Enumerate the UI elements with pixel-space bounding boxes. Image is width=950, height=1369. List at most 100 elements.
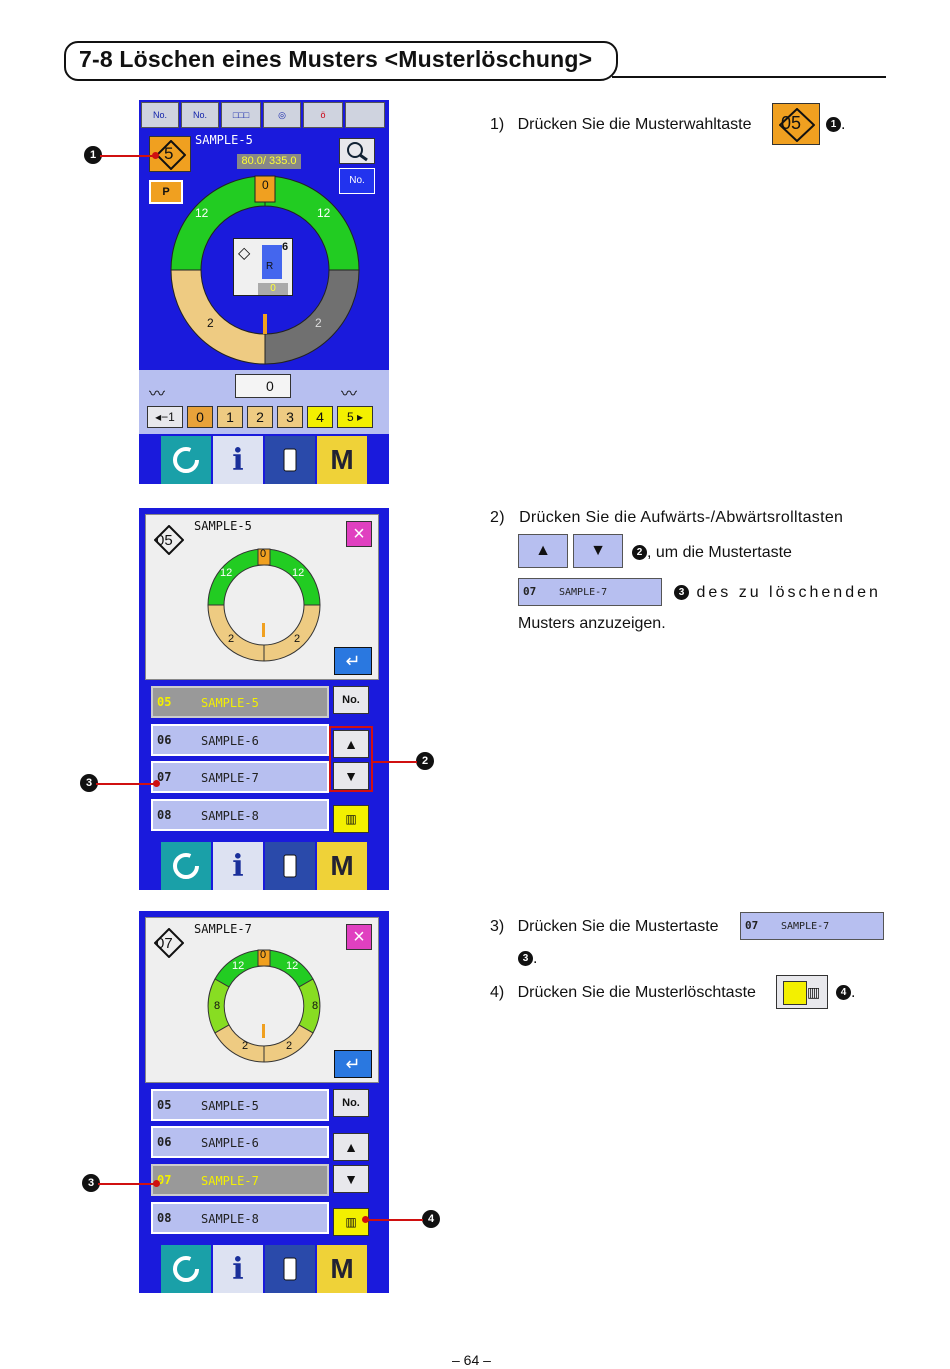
mode-button[interactable]: M [317, 436, 367, 484]
ring-ml-label: 8 [214, 1000, 221, 1012]
mode-button[interactable]: M [317, 842, 367, 890]
list-item-name: SAMPLE-7 [201, 1174, 259, 1188]
title-frame [64, 41, 618, 81]
callout-1: 1 [84, 146, 102, 164]
no-select-button[interactable]: No. [333, 1089, 369, 1117]
pattern-list-item[interactable]: 06 SAMPLE-6 [151, 1126, 329, 1158]
ready-button[interactable] [161, 1245, 211, 1293]
ready-button[interactable] [161, 842, 211, 890]
info-button[interactable]: i [213, 842, 263, 890]
pattern-name: SAMPLE-5 [195, 133, 253, 147]
pattern-key-illustration: 07 SAMPLE-7 [518, 578, 662, 606]
callout-4-dot [362, 1216, 369, 1223]
info-button[interactable]: i [213, 1245, 263, 1293]
close-button[interactable]: × [346, 521, 372, 547]
delete-key-illustration: ▥ [776, 975, 828, 1009]
trash-icon: ▥ [345, 1215, 357, 1229]
enter-button[interactable]: ↵ [334, 647, 372, 675]
communication-button[interactable] [265, 1245, 315, 1293]
list-item-name: SAMPLE-8 [201, 809, 259, 823]
toolbar-no2-button[interactable]: No. [181, 102, 219, 128]
step-2-line1: 2) Drücken Sie die Aufwärts-/Abwärtsroll… [490, 507, 843, 529]
list-item-name: SAMPLE-8 [201, 1212, 259, 1226]
step-4-end: . [851, 984, 856, 1001]
list-item-name: SAMPLE-5 [201, 696, 259, 710]
ref-bullet-3b: 3 [518, 951, 533, 967]
info-button[interactable]: i [213, 436, 263, 484]
pattern-key-number: 07 [745, 919, 759, 932]
ring-mr-label: 8 [312, 1000, 319, 1012]
toolbar-thread-button[interactable]: ö [303, 102, 343, 128]
scroll-down-button[interactable]: ▼ [333, 1165, 369, 1193]
presser-icon [262, 245, 282, 279]
scroll-down-button[interactable]: ▼ [333, 762, 369, 790]
no-search-button[interactable]: No. [339, 168, 375, 194]
bottom-bar: i M [139, 842, 389, 890]
list-item-number: 07 [157, 1173, 172, 1187]
musterwahl-key: 05 [772, 103, 820, 145]
pattern-key-illustration: 07 SAMPLE-7 [740, 912, 884, 940]
list-item-number: 06 [157, 1135, 172, 1149]
p-key[interactable]: P [149, 180, 183, 204]
list-item-name: SAMPLE-6 [201, 1136, 259, 1150]
search-button[interactable] [339, 138, 375, 164]
enter-button[interactable]: ↵ [334, 1050, 372, 1078]
callout-3b: 3 [82, 1174, 100, 1192]
callout-4: 4 [422, 1210, 440, 1228]
callout-2: 2 [416, 752, 434, 770]
pattern-key-name: SAMPLE-7 [559, 587, 608, 598]
callout-1-dot [152, 152, 159, 159]
toolbar-counter-button[interactable]: ◎ [263, 102, 301, 128]
ref-bullet-1: 1 [826, 117, 841, 133]
pattern-number: 07 [156, 935, 173, 952]
communication-button[interactable] [265, 842, 315, 890]
ring-left-upper-label: 12 [220, 567, 233, 579]
ring-right-lower-label: 2 [294, 633, 301, 645]
step-key-3[interactable]: 3 [277, 406, 303, 428]
step-key-4[interactable]: 4 [307, 406, 333, 428]
counter-display[interactable]: 0 [235, 374, 291, 398]
mode-button[interactable]: M [317, 1245, 367, 1293]
step-key-back[interactable]: ◂−1 [147, 406, 183, 428]
ready-button[interactable] [161, 436, 211, 484]
ring-right-lower-label: 2 [315, 316, 322, 330]
toolbar-blank-button[interactable] [345, 102, 385, 128]
pattern-name: SAMPLE-5 [194, 519, 252, 533]
page-number: – 64 – [452, 1352, 491, 1368]
toolbar-no-button[interactable]: No. [141, 102, 179, 128]
toolbar-pattern-button[interactable]: □□□ [221, 102, 261, 128]
step-key-0[interactable]: 0 [187, 406, 213, 428]
diamond-arrow-icon [156, 140, 186, 170]
ring-br-label: 2 [286, 1040, 293, 1052]
ref-bullet-3: 3 [674, 585, 689, 601]
step-2-line4: Musters anzuzeigen. [518, 615, 666, 632]
phone-icon [283, 448, 297, 472]
callout-3-dot [153, 780, 160, 787]
scroll-up-button[interactable]: ▲ [333, 730, 369, 758]
no-select-button[interactable]: No. [333, 686, 369, 714]
step-key-5[interactable]: 5 ▸ [337, 406, 373, 428]
delete-pattern-button[interactable]: ▥ [333, 805, 369, 833]
pattern-list-item[interactable]: 07 SAMPLE-7 [151, 1164, 329, 1196]
close-button[interactable]: × [346, 924, 372, 950]
scroll-up-button[interactable]: ▲ [333, 1133, 369, 1161]
ring-tl-label: 12 [232, 960, 245, 972]
step-1-text: Drücken Sie die Musterwahltaste [517, 116, 752, 133]
phone-icon [283, 854, 297, 878]
feed-value: 80.0/ 335.0 [237, 154, 301, 169]
step-key-1[interactable]: 1 [217, 406, 243, 428]
needle-icon [263, 314, 267, 334]
triangle-up-icon: ▲ [535, 542, 551, 559]
trash-icon: ▥ [345, 812, 357, 826]
callout-3: 3 [80, 774, 98, 792]
list-item-number: 06 [157, 733, 172, 747]
communication-button[interactable] [265, 436, 315, 484]
step-key-2[interactable]: 2 [247, 406, 273, 428]
